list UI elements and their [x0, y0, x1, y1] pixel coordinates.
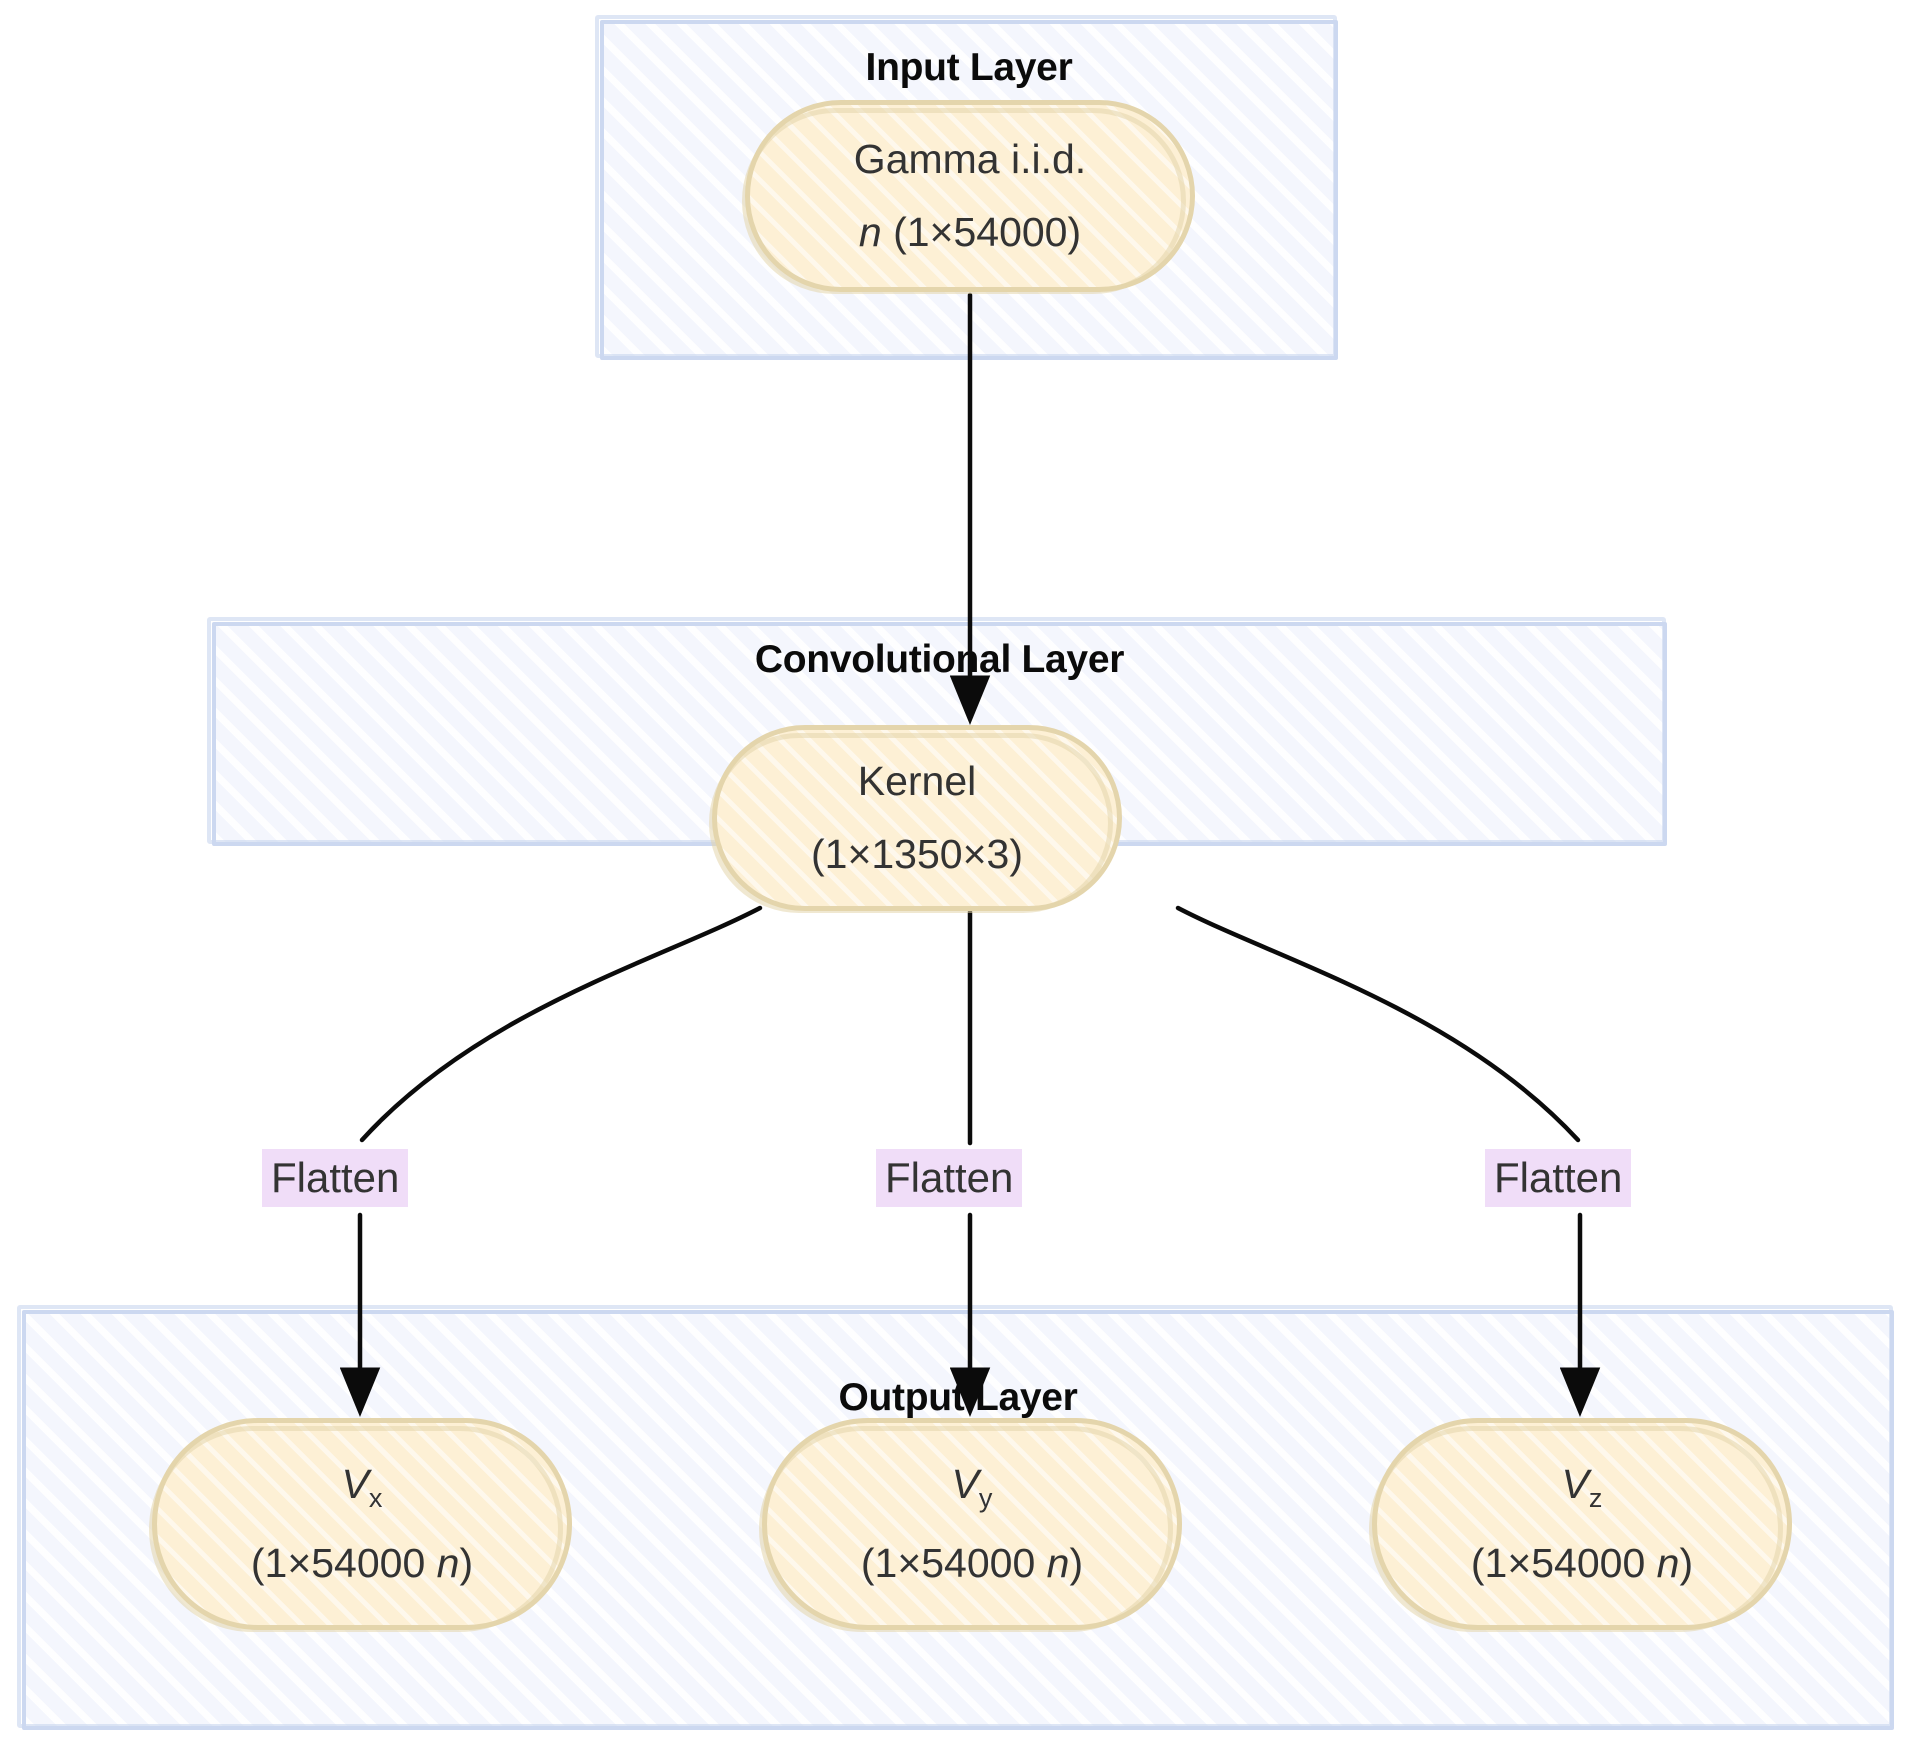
subgraph-title-input-layer: Input Layer [865, 46, 1073, 89]
node-gamma-iid-shape: n (1×54000) [859, 209, 1081, 256]
node-kernel-label: Kernel [857, 757, 977, 804]
node-vz-symbol: V [1561, 1460, 1589, 1507]
edge-kernel-to-vz [1175, 905, 1581, 1143]
node-kernel[interactable]: Kernel (1×1350×3) [709, 725, 1122, 913]
node-vy-label: Vy [952, 1461, 993, 1514]
node-vy-symbol: V [951, 1460, 979, 1507]
node-vx-symbol: V [341, 1460, 369, 1507]
node-vx-shape-variable: n [436, 1540, 460, 1587]
node-vx-shape: (1×54000 n) [251, 1540, 473, 1587]
node-gamma-iid-label: Gamma i.i.d. [853, 135, 1087, 182]
node-vy-shape: (1×54000 n) [861, 1540, 1083, 1587]
subgraph-title-output-layer: Output Layer [838, 1376, 1078, 1419]
node-vy-shape-post: ) [1069, 1540, 1084, 1587]
node-vy-subscript: y [978, 1482, 993, 1513]
edge-label-flatten-y: Flatten [876, 1149, 1023, 1208]
edge-kernel-to-vx [359, 905, 763, 1143]
node-vz-shape-post: ) [1679, 1540, 1694, 1587]
node-vz[interactable]: Vz (1×54000 n) [1369, 1418, 1792, 1632]
node-vz-label: Vz [1562, 1461, 1603, 1514]
node-vx-shape-pre: (1×54000 [250, 1540, 437, 1587]
node-vx-subscript: x [368, 1482, 383, 1513]
node-gamma-iid-dims: (1×54000) [881, 209, 1082, 255]
node-vy-shape-pre: (1×54000 [860, 1540, 1047, 1587]
node-vx-shape-post: ) [459, 1540, 474, 1587]
node-kernel-shape: (1×1350×3) [810, 831, 1023, 877]
edge-label-flatten-x: Flatten [262, 1149, 409, 1208]
node-vz-shape: (1×54000 n) [1471, 1540, 1693, 1587]
edge-label-flatten-z: Flatten [1485, 1149, 1632, 1208]
node-vz-shape-pre: (1×54000 [1470, 1540, 1657, 1587]
node-vz-shape-variable: n [1656, 1540, 1680, 1587]
node-vy[interactable]: Vy (1×54000 n) [759, 1418, 1182, 1632]
subgraph-title-convolutional-layer: Convolutional Layer [754, 638, 1125, 681]
node-vx[interactable]: Vx (1×54000 n) [149, 1418, 572, 1632]
node-gamma-iid-variable: n [858, 209, 882, 255]
node-gamma-iid[interactable]: Gamma i.i.d. n (1×54000) [742, 100, 1195, 294]
node-vz-subscript: z [1588, 1482, 1603, 1513]
node-vy-shape-variable: n [1046, 1540, 1070, 1587]
node-vx-label: Vx [342, 1461, 383, 1514]
